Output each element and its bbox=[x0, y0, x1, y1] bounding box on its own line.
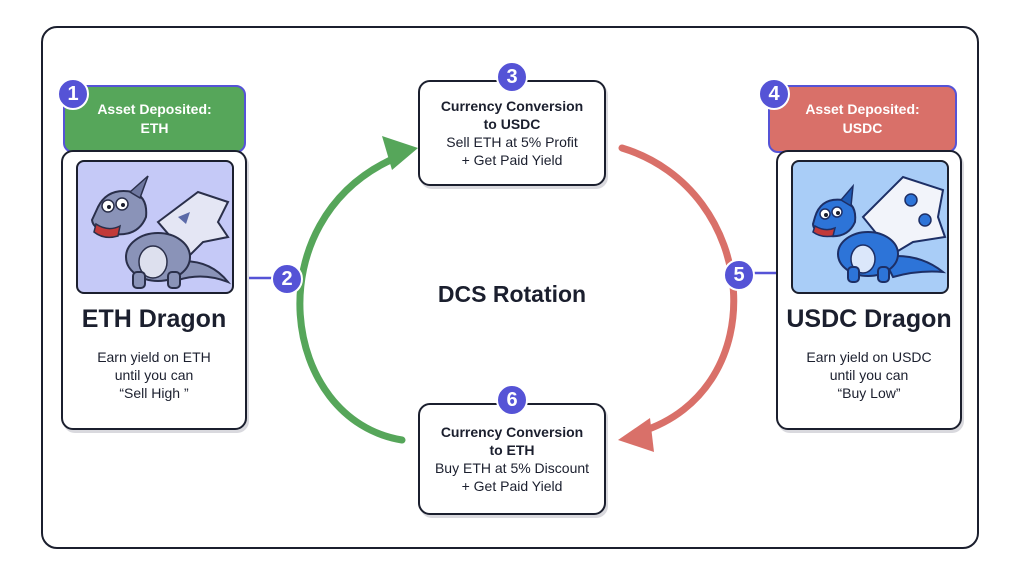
conv-usdc-title-line1: Currency Conversion bbox=[440, 98, 584, 114]
eth-dragon-illustration-icon bbox=[90, 175, 232, 289]
step-badge-2: 2 bbox=[271, 263, 303, 295]
dcs-rotation-title: DCS Rotation bbox=[437, 281, 587, 307]
eth-tag-line2: ETH bbox=[140, 120, 169, 136]
usdc-dragon-card: USDC Dragon Earn yield on USDC until you… bbox=[776, 150, 962, 430]
red-arrowhead bbox=[618, 418, 654, 452]
eth-desc-line1: Earn yield on ETH bbox=[97, 349, 211, 365]
green-rotation-arc bbox=[296, 154, 406, 444]
usdc-desc-line2: until you can bbox=[829, 367, 909, 383]
step-badge-5: 5 bbox=[723, 259, 755, 291]
eth-desc-line3: “Sell High ” bbox=[119, 385, 189, 401]
eth-dragon-card: ETH Dragon Earn yield on ETH until you c… bbox=[61, 150, 247, 430]
conv-usdc-line3: Sell ETH at 5% Profit bbox=[446, 134, 578, 150]
conv-usdc-line4: + Get Paid Yield bbox=[461, 152, 563, 168]
conversion-to-eth-box: Currency Conversion to ETH Buy ETH at 5%… bbox=[418, 403, 606, 515]
eth-dragon-name: ETH Dragon bbox=[81, 305, 227, 333]
usdc-dragon-description: Earn yield on USDC until you can “Buy Lo… bbox=[778, 348, 960, 402]
usdc-desc-line1: Earn yield on USDC bbox=[806, 349, 932, 365]
conv-eth-line3: Buy ETH at 5% Discount bbox=[434, 460, 590, 476]
usdc-dragon-name: USDC Dragon bbox=[786, 305, 952, 333]
conv-usdc-title-line2: to USDC bbox=[483, 116, 541, 132]
step-badge-4: 4 bbox=[758, 78, 790, 110]
usdc-tag-line1: Asset Deposited: bbox=[805, 101, 920, 117]
eth-deposit-tag: Asset Deposited: ETH bbox=[63, 85, 246, 153]
usdc-deposit-tag: Asset Deposited: USDC bbox=[768, 85, 957, 153]
usdc-tag-line2: USDC bbox=[842, 120, 883, 136]
eth-tag-line1: Asset Deposited: bbox=[97, 101, 212, 117]
usdc-dragon-illustration-icon bbox=[811, 175, 947, 283]
conv-eth-title-line2: to ETH bbox=[489, 442, 535, 458]
step-badge-3: 3 bbox=[496, 61, 528, 93]
step-badge-6: 6 bbox=[496, 384, 528, 416]
eth-desc-line2: until you can bbox=[114, 367, 194, 383]
eth-dragon-image bbox=[76, 160, 234, 294]
usdc-desc-line3: “Buy Low” bbox=[837, 385, 901, 401]
conv-eth-line4: + Get Paid Yield bbox=[461, 478, 563, 494]
conv-eth-title-line1: Currency Conversion bbox=[440, 424, 584, 440]
green-arrowhead bbox=[382, 136, 418, 170]
conversion-to-usdc-box: Currency Conversion to USDC Sell ETH at … bbox=[418, 80, 606, 186]
eth-dragon-description: Earn yield on ETH until you can “Sell Hi… bbox=[63, 348, 245, 402]
red-rotation-arc bbox=[618, 144, 738, 436]
usdc-dragon-image bbox=[791, 160, 949, 294]
step-badge-1: 1 bbox=[57, 78, 89, 110]
